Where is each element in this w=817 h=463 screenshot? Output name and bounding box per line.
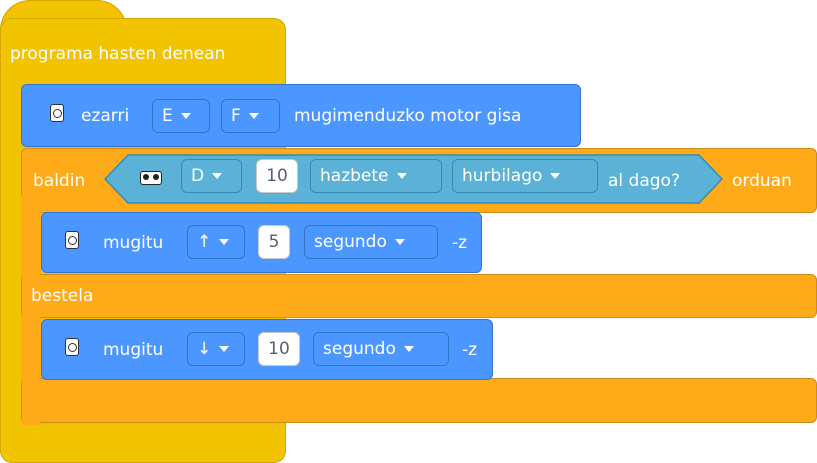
distance-value-input[interactable]: 10: [256, 159, 298, 193]
event-block-label: programa hasten denean: [10, 44, 226, 64]
distance-sensor-icon: [136, 168, 166, 188]
motor-pair-icon: [62, 335, 82, 359]
sensor-port-dropdown[interactable]: D: [181, 159, 242, 193]
sensor-port-value: D: [191, 166, 205, 186]
move-down-suffix: -z: [462, 340, 478, 360]
chevron-down-icon: [396, 173, 407, 179]
motor-port-1-dropdown[interactable]: E: [152, 99, 210, 133]
if-else-footer: [21, 378, 817, 423]
set-motors-suffix: mugimenduzko motor gisa: [294, 106, 522, 126]
motor-port-1-value: E: [162, 106, 173, 126]
set-motors-verb: ezarri: [81, 106, 130, 126]
comparison-dropdown[interactable]: hurbilago: [452, 159, 598, 193]
else-section: [21, 274, 817, 318]
move-down-unit-dropdown[interactable]: segundo: [313, 332, 449, 366]
direction-down-dropdown[interactable]: ↓: [187, 332, 245, 366]
distance-unit-value: hazbete: [320, 166, 389, 186]
move-down-unit-value: segundo: [323, 339, 396, 359]
chevron-down-icon: [219, 346, 230, 352]
comparison-value: hurbilago: [462, 166, 543, 186]
move-up-suffix: -z: [452, 233, 468, 253]
chevron-down-icon: [403, 346, 414, 352]
chevron-down-icon: [248, 113, 259, 119]
direction-up-dropdown[interactable]: ↑: [187, 225, 245, 259]
chevron-down-icon: [394, 239, 405, 245]
chevron-down-icon: [212, 173, 223, 179]
chevron-down-icon: [219, 239, 230, 245]
move-up-unit-dropdown[interactable]: segundo: [304, 225, 438, 259]
motor-pair-icon: [62, 228, 82, 252]
motor-pair-icon: [47, 101, 67, 125]
if-else-arm-fill: [22, 210, 40, 425]
move-down-verb: mugitu: [103, 340, 164, 360]
distance-unit-dropdown[interactable]: hazbete: [310, 159, 442, 193]
chevron-down-icon: [180, 113, 191, 119]
motor-port-2-dropdown[interactable]: F: [221, 99, 280, 133]
else-label: bestela: [31, 286, 94, 306]
condition-suffix: al dago?: [608, 171, 680, 191]
move-up-unit-value: segundo: [314, 232, 387, 252]
move-up-duration-input[interactable]: 5: [258, 225, 290, 259]
chevron-down-icon: [550, 173, 561, 179]
if-label: baldin: [33, 171, 86, 191]
move-up-verb: mugitu: [103, 233, 164, 253]
direction-up-value: ↑: [197, 232, 212, 252]
move-down-duration-input[interactable]: 10: [258, 332, 300, 366]
set-movement-motors-block[interactable]: [21, 84, 581, 147]
motor-port-2-value: F: [231, 106, 241, 126]
direction-down-value: ↓: [197, 339, 212, 359]
then-label: orduan: [732, 171, 792, 191]
